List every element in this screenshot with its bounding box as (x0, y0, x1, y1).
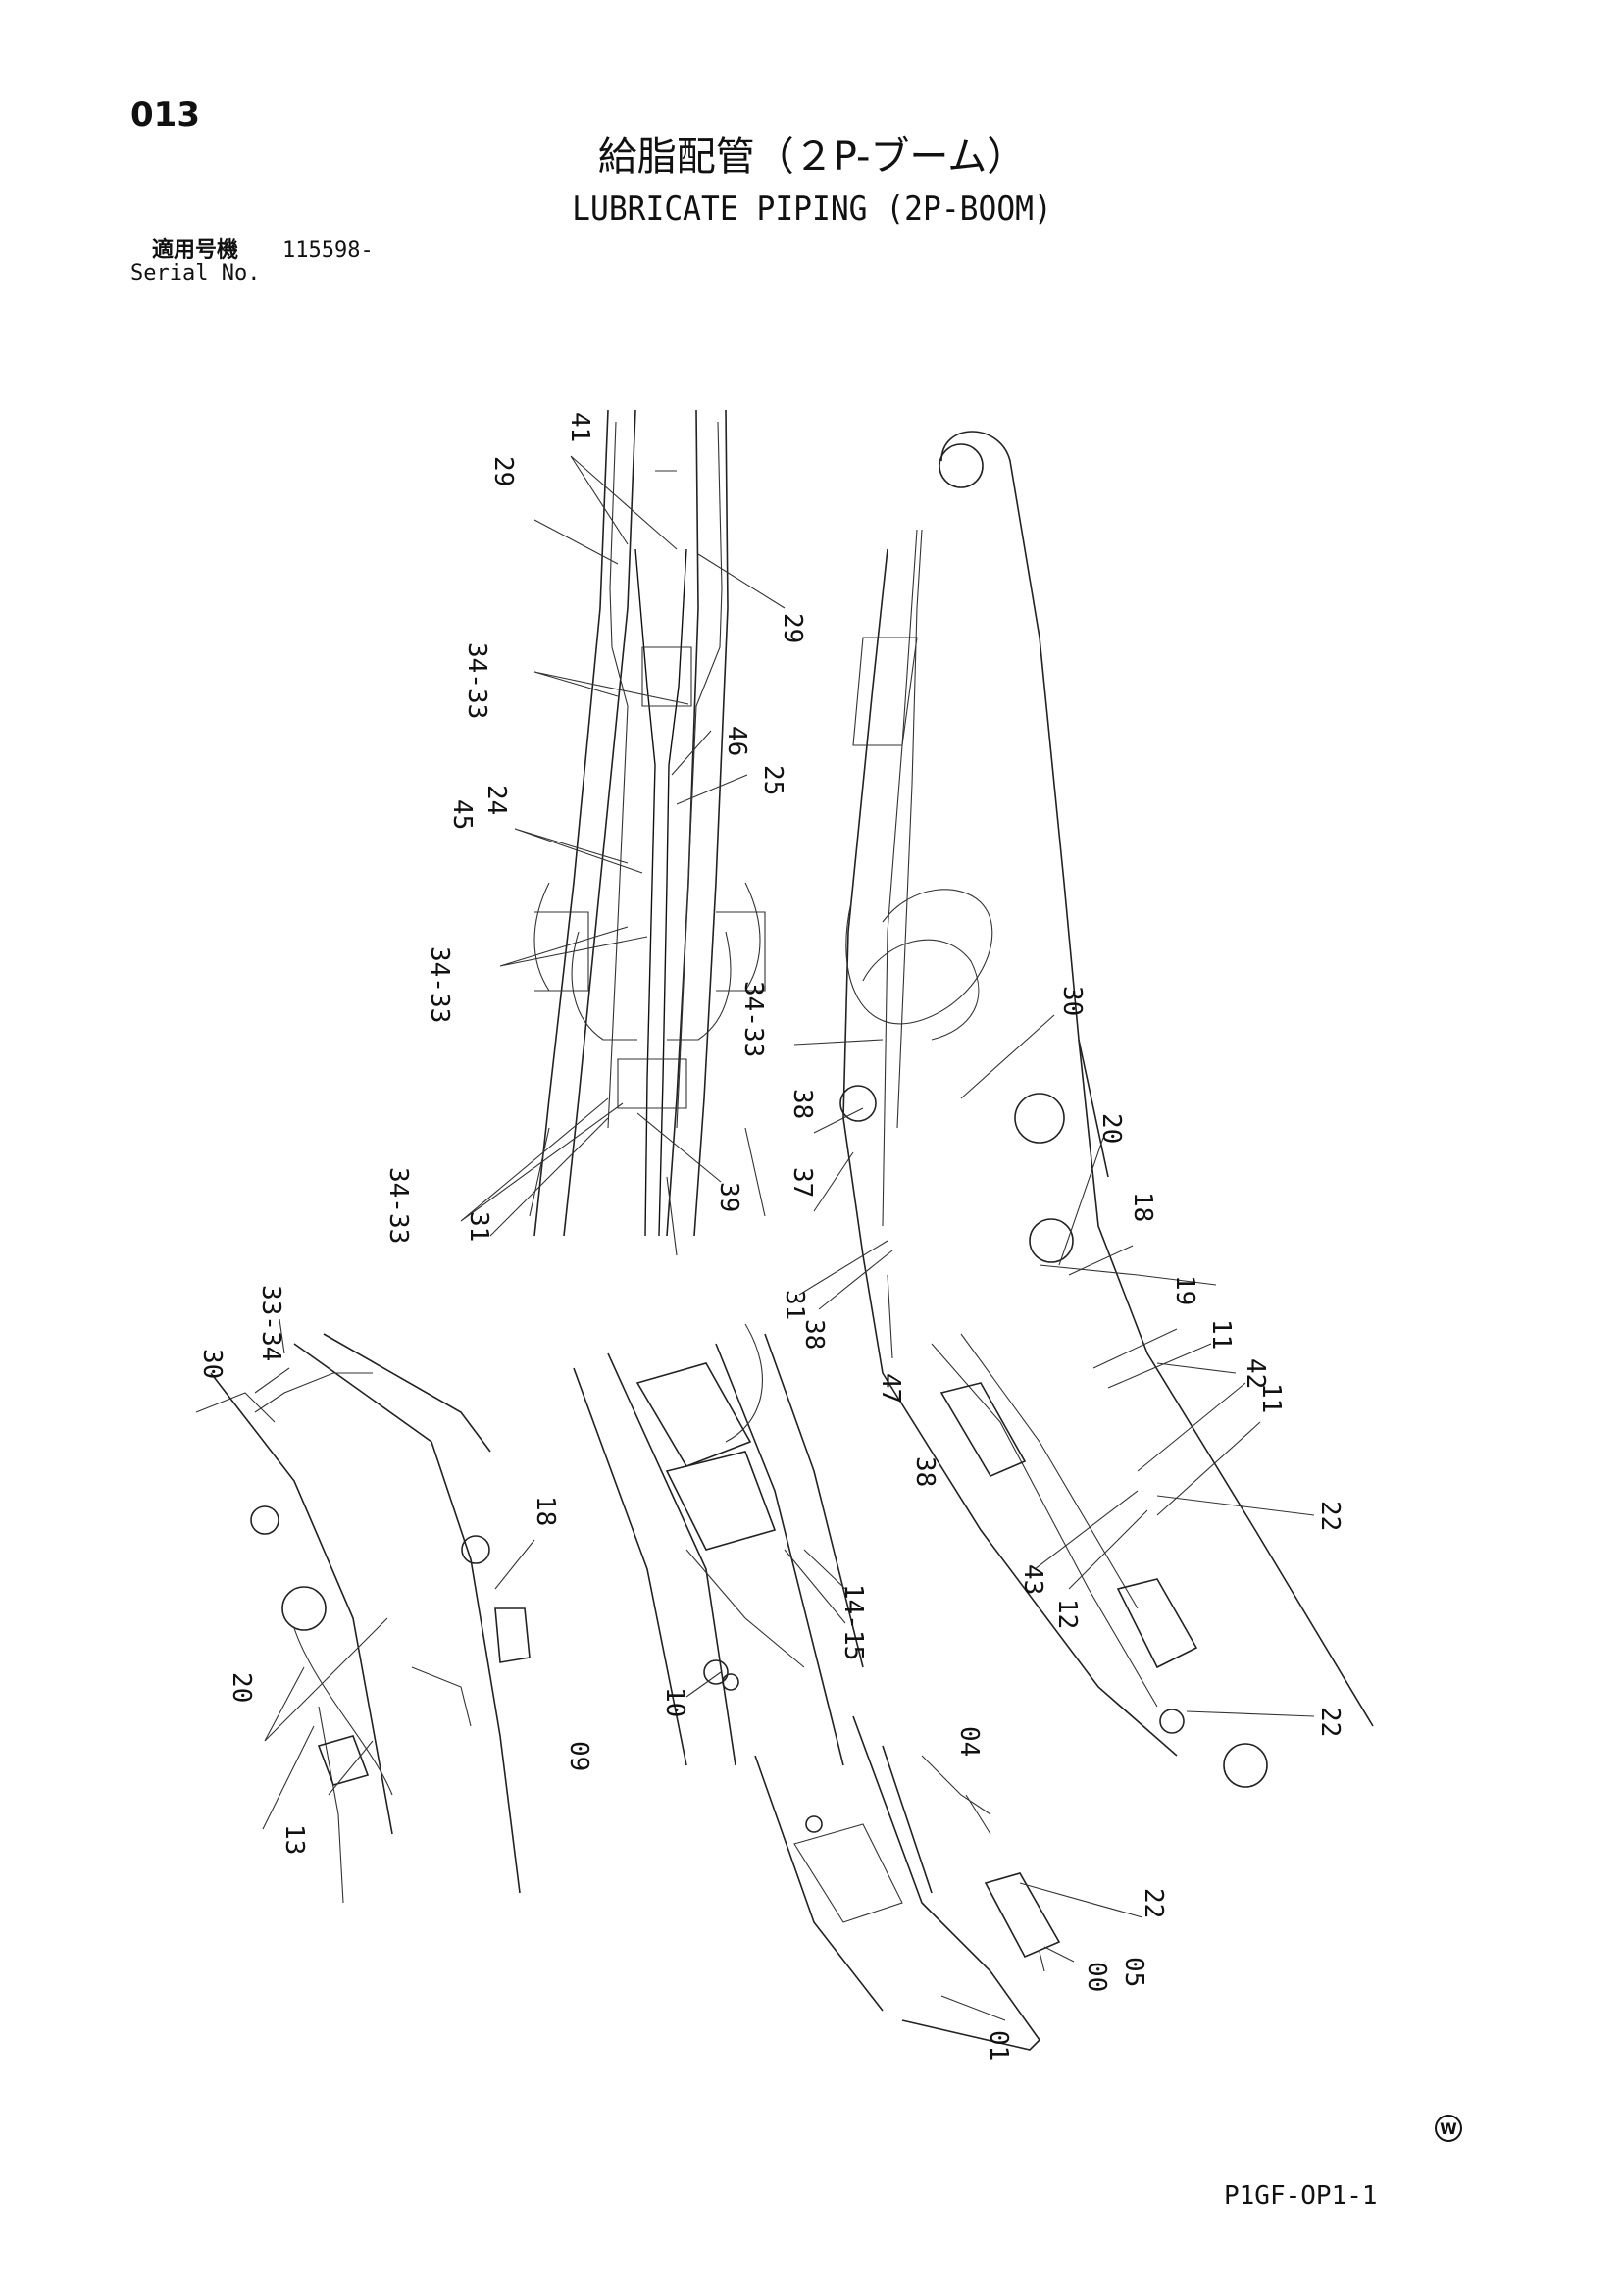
page-title-japanese: 給脂配管（２P-ブーム） (597, 134, 1027, 179)
callouts-middle: 14-15 10 (660, 1584, 868, 1717)
callout-label: 01 (984, 2030, 1013, 2061)
callout-label: 34-33 (462, 642, 491, 719)
callout-label: 38 (787, 1089, 817, 1119)
callout-label: 45 (447, 799, 477, 830)
serial-label-english: Serial No. (130, 261, 261, 285)
serial-label-japanese: 適用号機 (152, 238, 239, 263)
callouts-lower: 04 22 05 00 01 (954, 1726, 1168, 2061)
callout-label: 30 (1057, 986, 1087, 1016)
callout-label: 25 (758, 765, 787, 795)
callout-label: 47 (876, 1373, 905, 1403)
callout-label: 43 (1018, 1564, 1047, 1595)
callout-label: 20 (1096, 1113, 1126, 1144)
callout-label: 12 (1052, 1599, 1082, 1629)
callout-label: 29 (488, 456, 518, 486)
callout-label: 38 (799, 1319, 829, 1350)
callout-label: 31 (780, 1290, 809, 1320)
callout-label: 05 (1119, 1957, 1148, 1987)
callout-label: 34-33 (425, 946, 454, 1023)
callout-label: 34-33 (383, 1167, 413, 1244)
callout-label: 04 (954, 1726, 984, 1757)
callout-label: 41 (565, 412, 594, 442)
detail-lower (754, 1715, 1061, 2051)
callout-label: 11 (1256, 1383, 1286, 1413)
callout-label: 33-34 (256, 1285, 285, 1361)
callout-label: 42 (1241, 1358, 1270, 1389)
callout-label: 31 (464, 1211, 493, 1242)
callout-label: 22 (1315, 1707, 1345, 1737)
callouts-upper-right: 34-33 30 38 37 20 18 31 38 19 47 38 11 4… (738, 981, 1345, 1737)
callout-label: 34-33 (738, 981, 768, 1057)
callouts-left: 33-34 30 18 20 09 13 (197, 1285, 593, 1855)
callout-label: 20 (227, 1672, 256, 1703)
page-title-english: LUBRICATE PIPING (2P-BOOM) (572, 189, 1052, 229)
page-number: 013 (130, 95, 200, 134)
detail-middle (573, 1323, 864, 1766)
w-mark-icon: W (1435, 2115, 1462, 2142)
callout-label: 30 (197, 1349, 227, 1379)
callout-label: 13 (279, 1824, 309, 1855)
callout-label: 38 (910, 1456, 939, 1487)
callout-label: 24 (482, 785, 511, 815)
document-code: P1GF-OP1-1 (1224, 2181, 1378, 2211)
w-mark-letter: W (1440, 2119, 1457, 2138)
callout-label: 18 (531, 1496, 560, 1526)
callout-label: 19 (1170, 1275, 1199, 1305)
callout-label: 46 (722, 726, 751, 756)
callout-label: 11 (1206, 1319, 1236, 1350)
callout-label: 29 (778, 613, 807, 643)
callout-label: 18 (1128, 1192, 1157, 1222)
callouts-upper-left: 41 29 29 34-33 46 25 45 24 34-33 34-33 3… (383, 412, 807, 1244)
callout-label: 10 (660, 1687, 689, 1717)
callout-label: 14-15 (838, 1584, 868, 1660)
callout-label: 22 (1315, 1501, 1345, 1531)
boom-top-view (529, 409, 766, 1256)
callout-label: 22 (1139, 1888, 1168, 1918)
callout-label: 09 (564, 1741, 593, 1771)
callout-label: 37 (787, 1167, 817, 1198)
callout-label: 39 (714, 1182, 743, 1212)
leader-lines (254, 455, 1315, 2021)
serial-number-value: 115598- (282, 238, 374, 263)
detail-left (195, 1333, 531, 1904)
callout-label: 00 (1082, 1962, 1111, 1992)
boom-side-view (839, 431, 1374, 1788)
